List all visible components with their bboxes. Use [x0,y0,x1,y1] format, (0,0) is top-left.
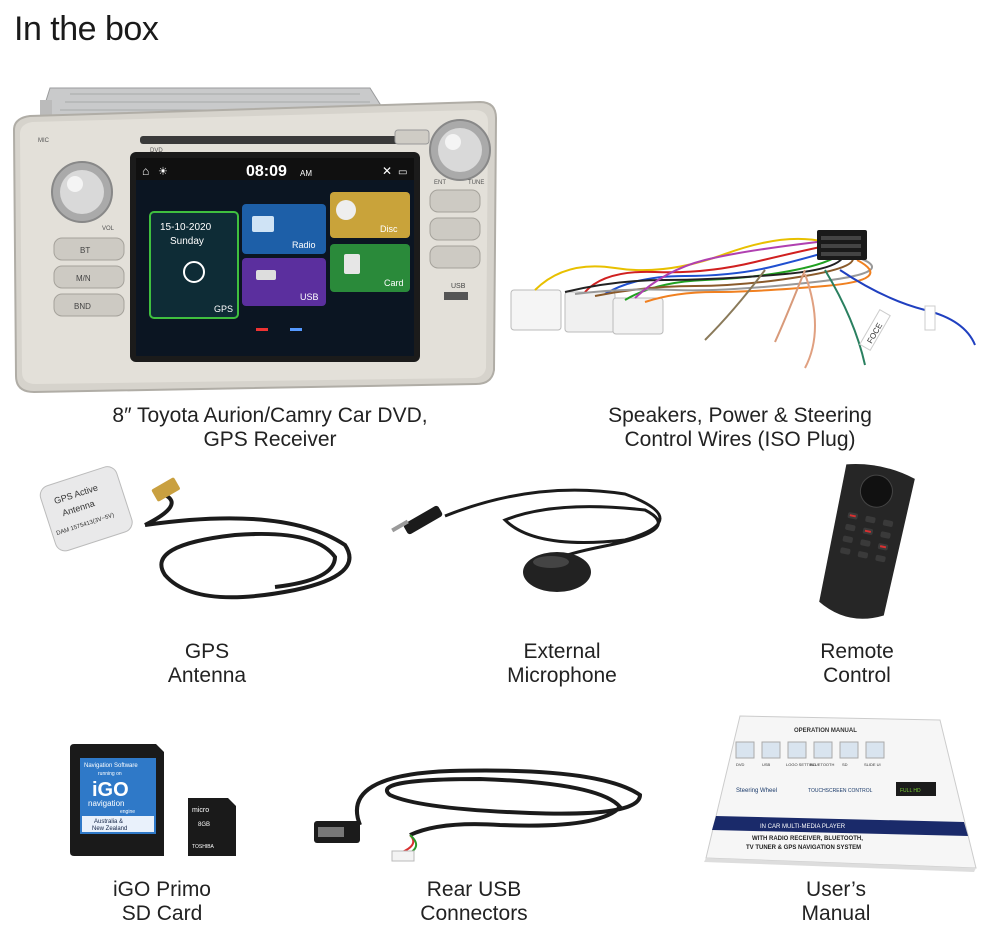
bt-button-label: BT [80,246,90,255]
sd-region-line-2: New Zealand [92,826,127,832]
tile-usb-label: USB [300,292,319,302]
igo-product: navigation [88,799,124,808]
tune-label: TUNE [468,180,484,186]
usb-port-label: USB [451,283,466,290]
micro-sd-maker: TOSHIBA [192,844,215,850]
usb-cable-image [300,755,660,865]
micro-sd-brand: micro [192,807,209,814]
home-icon: ⌂ [142,164,149,178]
brightness-icon: ☀ [158,166,168,178]
screen-weekday: Sunday [170,236,204,247]
radio-icon [252,216,274,232]
disc-icon [336,200,356,220]
mic-label: MIC [38,138,50,144]
head-unit-image: MIC DVD VOL BT M/N BND ENT TUNE USB 08:0… [10,80,500,400]
microphone-image [385,480,705,600]
manual-logo-steering: Steering Wheel [736,788,777,794]
tile-card-label: Card [384,278,404,288]
vol-label: VOL [102,226,115,232]
manual-header: OPERATION MANUAL [794,728,857,734]
mn-button-label: M/N [76,274,91,283]
tile-disc-label: Disc [380,224,398,234]
manual-icon-sd: SD [842,762,848,767]
manual-icon-logo: LOGO SETTING [786,762,816,767]
usb-icon [256,270,276,280]
sd-adapter-sub: running on [98,771,122,777]
dvd-label: DVD [150,148,163,154]
user-manual-image: OPERATION MANUAL DVD USB LOGO SETTING BL… [700,712,985,872]
screen-date: 15-10-2020 [160,222,212,233]
tile-radio-label: Radio [292,240,316,250]
manual-icon-usb: USB [762,762,771,767]
manual-icon-bt: BLUETOOTH [810,762,834,767]
settings-icon: ✕ [382,164,392,178]
ent-label: ENT [434,180,446,186]
sd-icon [344,254,360,274]
sd-card-image: Navigation Software running on iGO navig… [60,740,260,860]
screen-clock: 08:09 [246,163,287,180]
manual-line-2: WITH RADIO RECEIVER, BLUETOOTH, [752,836,863,842]
sd-region-line-1: Australia & [94,819,123,825]
remote-control-image [800,460,930,630]
manual-icon-dvd: DVD [736,762,745,767]
manual-line-1: IN CAR MULTI-MEDIA PLAYER [760,824,846,830]
gps-pin-icon [183,261,205,283]
manual-line-3: TV TUNER & GPS NAVIGATION SYSTEM [746,845,861,851]
sd-adapter-top: Navigation Software [84,763,138,769]
screen-off-icon: ▭ [398,167,407,178]
wiring-harness-image: FOCE [505,230,995,380]
gps-antenna-image: GPS Active Antenna DAM 1575413(3V~5V) [35,465,385,620]
caption-head-unit: 8″ Toyota Aurion/Camry Car DVD,GPS Recei… [112,404,428,451]
page-title: In the box [14,10,159,48]
screen-ampm: AM [300,169,312,178]
manual-icon-slide: SLIDE UI [864,762,881,767]
manual-logo-touch: TOUCHSCREEN CONTROL [808,788,873,794]
manual-logo-hd: FULL HD [900,788,921,794]
igo-logo: iGO [92,779,129,801]
micro-sd-size: 8GB [198,822,210,828]
igo-engine: engine [120,809,135,815]
bnd-button-label: BND [74,302,91,311]
tile-gps-label: GPS [214,304,233,314]
